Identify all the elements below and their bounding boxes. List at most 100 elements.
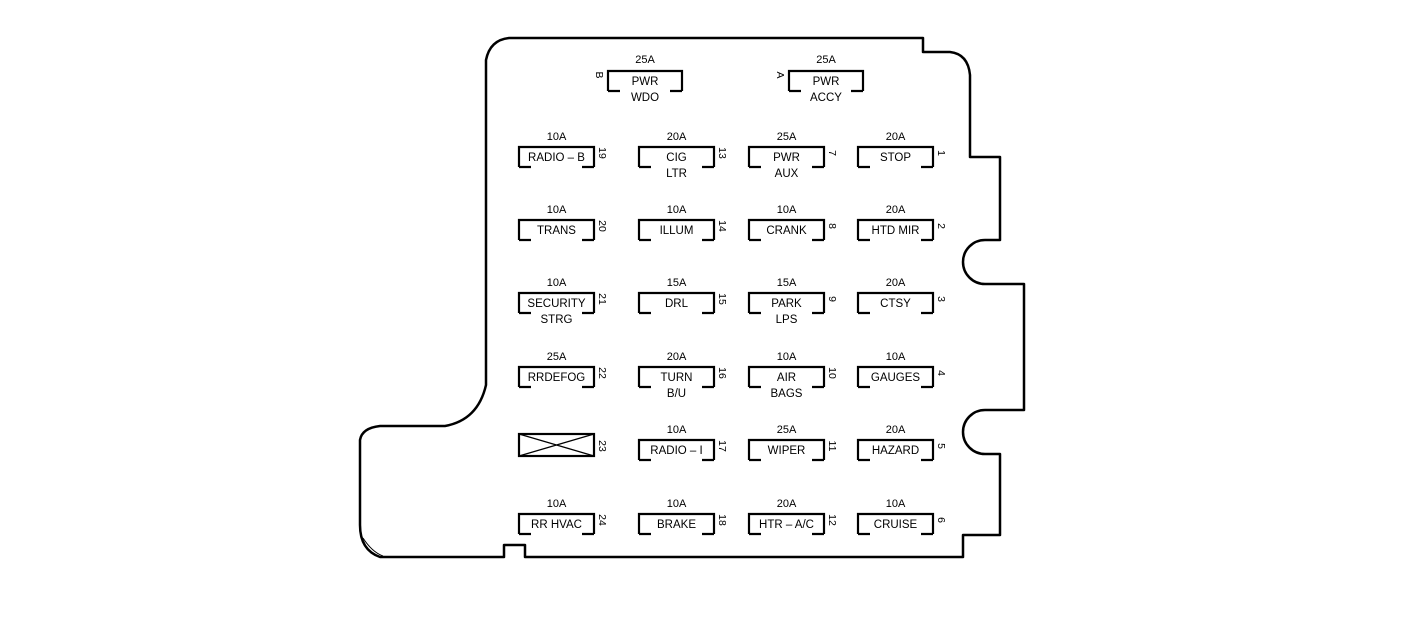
fuse-label: SECURITY — [527, 298, 585, 310]
fuse-amperage: 20A — [886, 204, 906, 216]
fuse-label: STOP — [880, 152, 911, 164]
fuse-bracket — [856, 365, 935, 389]
fuse-amperage: 10A — [547, 277, 567, 289]
fuse-label: RADIO – B — [528, 152, 585, 164]
fuse-number: 13 — [716, 147, 728, 159]
fuse-amperage: 25A — [816, 54, 836, 66]
fuse-number: 16 — [716, 367, 728, 379]
fuse-position-letter: B — [593, 71, 605, 78]
fuse-bracket — [637, 438, 716, 462]
fuse-sublabel: AUX — [775, 168, 799, 180]
fuse-number: 9 — [826, 296, 838, 302]
fuse-bracket — [517, 145, 596, 169]
fuse-label: HTR – A/C — [759, 519, 814, 531]
fuse-sublabel: B/U — [667, 388, 686, 400]
fuse-amperage: 10A — [667, 204, 687, 216]
fuse-bracket — [606, 69, 684, 93]
fuse-number: 18 — [716, 514, 728, 526]
fuse-bracket — [517, 218, 596, 242]
fuse-amperage: 20A — [886, 131, 906, 143]
fuse-14: 10A ILLUM 14 — [637, 204, 728, 242]
fuse-bracket — [637, 218, 716, 242]
fuse-11: 25A WIPER 11 — [747, 424, 838, 462]
fuse-bracket — [517, 365, 596, 389]
fuse-block-corner-mark — [362, 537, 384, 557]
fuse-label: CRANK — [766, 225, 807, 237]
fuse-label: PWR — [632, 76, 659, 88]
fuse-bracket — [637, 365, 716, 389]
fuse-bracket — [856, 291, 935, 315]
fuse-amperage: 10A — [547, 204, 567, 216]
fuse-label: DRL — [665, 298, 689, 310]
fuse-number: 15 — [716, 293, 728, 305]
fuse-label: TURN — [661, 372, 693, 384]
fuse-bracket — [517, 512, 596, 536]
fuse-amperage: 20A — [886, 424, 906, 436]
fuse-amperage: 10A — [777, 351, 797, 363]
fuse-sublabel: STRG — [541, 314, 573, 326]
fuse-bracket — [856, 512, 935, 536]
fuse-label: RADIO – I — [650, 445, 702, 457]
fuse-2: 20A HTD MIR 2 — [856, 204, 947, 242]
fuse-label: PWR — [773, 152, 800, 164]
fuse-label: PARK — [771, 298, 802, 310]
fuse-23: 23 — [517, 432, 608, 458]
fuse-amperage: 15A — [667, 277, 687, 289]
fuse-bracket — [747, 365, 826, 389]
fuse-sublabel: WDO — [631, 92, 659, 104]
fuse-amperage: 20A — [667, 351, 687, 363]
fuse-sublabel: BAGS — [771, 388, 803, 400]
fuse-number: 11 — [826, 441, 838, 452]
fuse-label: CRUISE — [874, 519, 918, 531]
fuse-bracket — [637, 145, 716, 169]
fuse-bracket — [517, 291, 596, 315]
fuse-label: RR HVAC — [531, 519, 582, 531]
fuse-label: AIR — [777, 372, 796, 384]
fuse-number: 14 — [716, 220, 728, 232]
fuse-amperage: 10A — [777, 204, 797, 216]
empty-fuse-slot — [517, 432, 596, 458]
fuse-label: CIG — [666, 152, 687, 164]
fuse-label: CTSY — [880, 298, 911, 310]
fuse-sublabel: ACCY — [810, 92, 842, 104]
fuse-amperage: 10A — [667, 424, 687, 436]
fuse-amperage: 25A — [635, 54, 655, 66]
fuse-17: 10A RADIO – I 17 — [637, 424, 728, 462]
top-fuse-b: 25A PWR WDO B — [593, 54, 684, 104]
fuse-amperage: 25A — [777, 424, 797, 436]
fuse-number: 19 — [596, 147, 608, 159]
fuse-number: 4 — [935, 370, 947, 376]
fuse-number: 24 — [596, 514, 608, 526]
fuse-number: 17 — [716, 440, 728, 452]
fuse-number: 2 — [935, 223, 947, 229]
fuse-label: ILLUM — [660, 225, 694, 237]
fuse-amperage: 20A — [886, 277, 906, 289]
fuse-bracket — [747, 438, 826, 462]
fuse-label: WIPER — [768, 445, 806, 457]
fuse-number: 6 — [935, 517, 947, 523]
fuse-label: HTD MIR — [872, 225, 920, 237]
fuse-number: 3 — [935, 296, 947, 302]
fuse-label: BRAKE — [657, 519, 696, 531]
fuse-amperage: 20A — [667, 131, 687, 143]
fuse-position-letter: A — [774, 71, 786, 78]
fuse-label: GAUGES — [871, 372, 921, 384]
fuse-bracket — [747, 218, 826, 242]
fuse-number: 7 — [826, 150, 838, 156]
